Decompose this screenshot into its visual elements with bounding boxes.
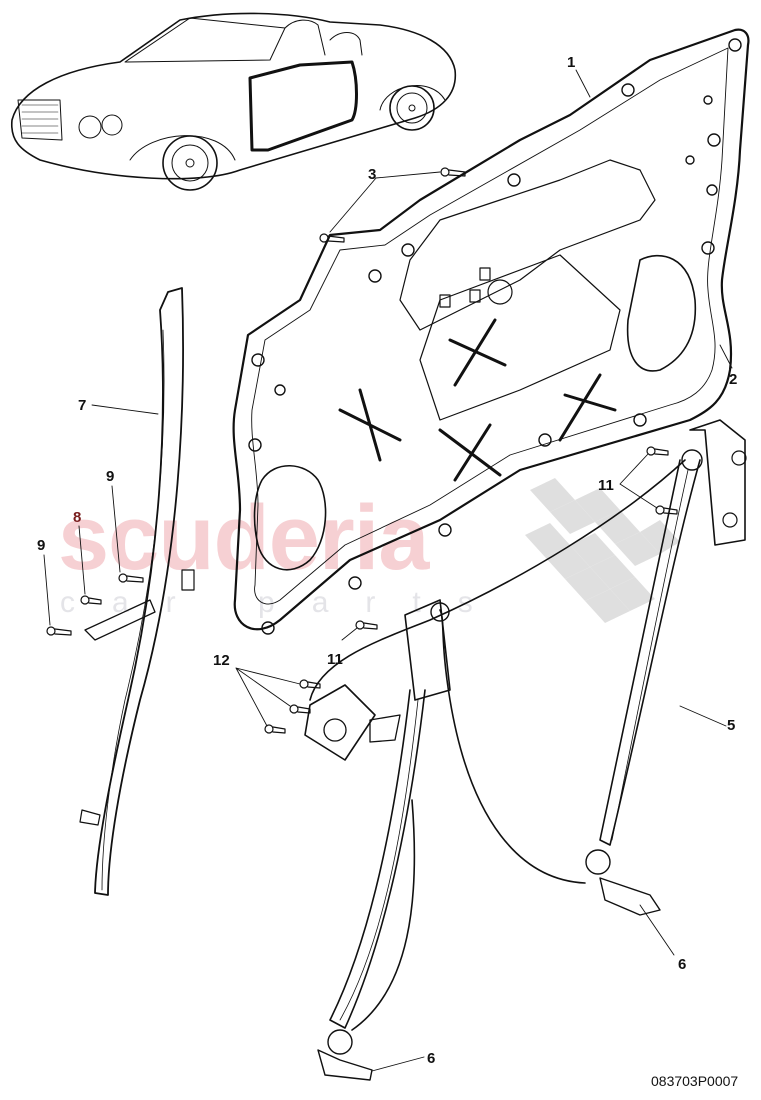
guide-rail — [79, 287, 195, 896]
rear-regulator — [309, 419, 747, 916]
callout-2: 2 — [729, 371, 738, 388]
callout-6-front: 6 — [427, 1050, 436, 1067]
diagram-reference-number: 083703P0007 — [651, 1073, 739, 1089]
car-illustration — [11, 12, 457, 191]
callout-3: 3 — [368, 166, 377, 183]
callout-7: 7 — [78, 397, 87, 414]
callout-9-lower: 9 — [37, 537, 46, 554]
callout-8: 8 — [73, 509, 82, 526]
callout-12: 12 — [213, 652, 230, 669]
front-regulator — [304, 599, 451, 1081]
callout-6-rear: 6 — [678, 956, 687, 973]
callout-11-front: 11 — [327, 651, 343, 668]
leader-lines — [43, 69, 733, 1072]
callout-1: 1 — [567, 54, 576, 71]
callout-9-upper: 9 — [106, 468, 115, 485]
callout-11-rear: 11 — [598, 477, 614, 494]
door-module-carrier — [232, 28, 750, 635]
fasteners — [46, 167, 678, 734]
watermark-subtitle: car parts — [60, 586, 510, 619]
callout-5: 5 — [727, 717, 736, 734]
